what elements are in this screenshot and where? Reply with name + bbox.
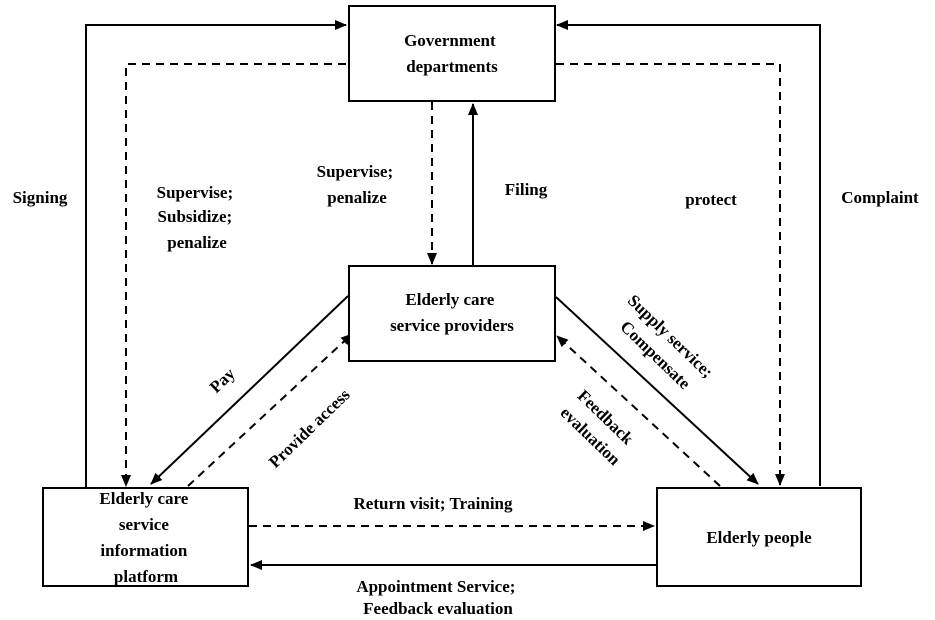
label-complaint: Complaint — [841, 188, 919, 207]
label-supply-service: Supply service; Compensate — [607, 291, 720, 402]
edge-pay — [150, 295, 349, 485]
label-signing: Signing — [13, 188, 68, 207]
label-protect: protect — [685, 190, 737, 209]
node-government-box — [348, 5, 556, 102]
node-providers-box — [348, 265, 556, 362]
node-government-label: Government departments — [404, 31, 500, 76]
edge-protect — [556, 63, 785, 486]
edge-supervise-subsidize — [121, 63, 346, 487]
edge-complaint — [556, 20, 821, 486]
node-platform-box — [42, 487, 249, 587]
label-supervise-penalize: Supervise; penalize — [317, 162, 398, 207]
edge-supply-service — [555, 296, 759, 485]
label-appointment: Appointment Service; Feedback evaluation — [356, 577, 519, 618]
node-elderly-box — [656, 487, 862, 587]
label-return-visit: Return visit; Training — [354, 494, 513, 513]
node-platform-label: Elderly care service information platfor… — [99, 489, 192, 586]
label-filing: Filing — [505, 180, 548, 199]
label-pay: Pay — [206, 364, 239, 397]
label-feedback-evaluation: Feedback evaluation — [557, 386, 642, 470]
label-supervise-subsidize: Supervise; Subsidize; penalize — [157, 183, 238, 252]
edge-signing — [85, 20, 347, 488]
edge-provide-access — [187, 333, 353, 487]
edge-feedback-evaluation — [556, 335, 721, 487]
node-elderly-label: Elderly people — [706, 528, 812, 547]
label-provide-access: Provide access — [265, 385, 354, 472]
node-providers-label: Elderly care service providers — [390, 290, 514, 335]
